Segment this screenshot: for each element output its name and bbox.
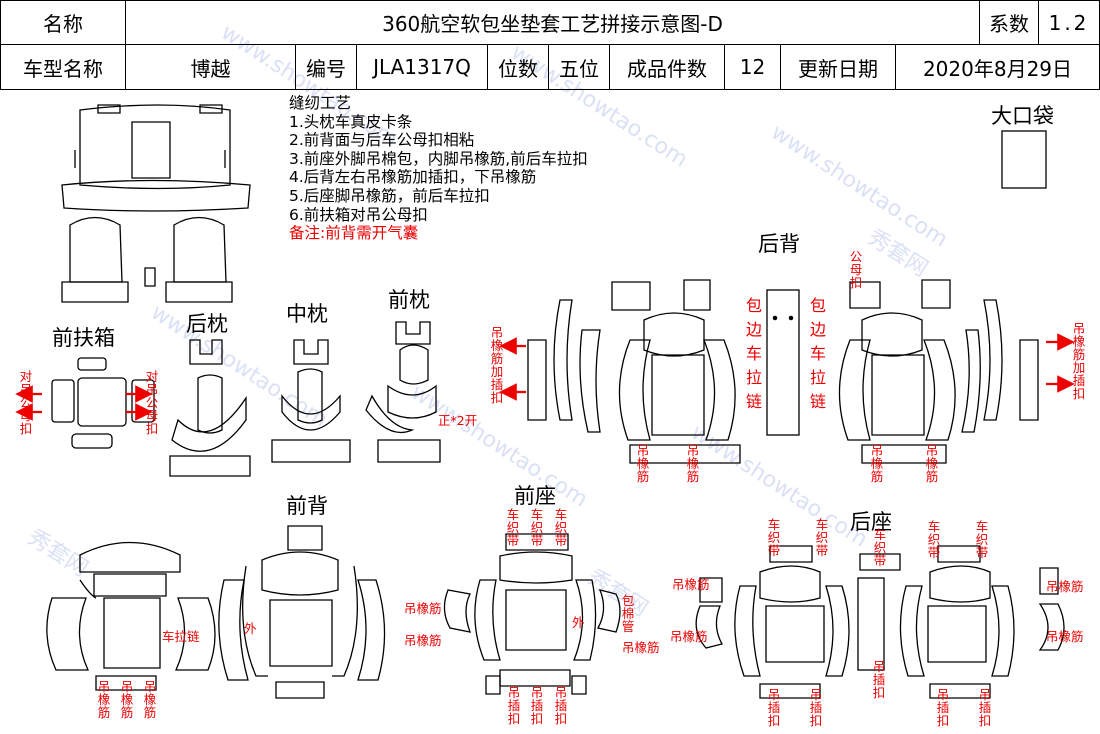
front-seat-thumbnails	[61, 216, 233, 303]
note-hang-rubber: 吊橡筋	[925, 443, 939, 484]
label-big-pocket: 大口袋	[991, 104, 1054, 128]
label-middle-pillow: 中枕	[286, 302, 328, 326]
label-front-back: 前背	[286, 494, 328, 518]
rear-back-zip-strip	[766, 289, 800, 436]
note-hang-plug: 吊插扣	[767, 687, 781, 728]
note-outer: 外	[244, 621, 257, 636]
middle-pillow-pieces	[271, 339, 351, 463]
note-hang-rubber: 吊橡筋	[636, 443, 650, 484]
note-car-strap: 车织带	[815, 517, 829, 558]
notes-remark: 备注:前背需开气囊	[289, 224, 419, 243]
note-hang-rubber: 吊橡筋	[120, 679, 134, 720]
note-car-strap: 车织带	[506, 507, 520, 548]
note-hang-plug: 吊插扣	[530, 685, 544, 726]
note-hang-plug: 吊插扣	[507, 685, 521, 726]
rear-back-pieces	[527, 279, 1039, 464]
label-rear-seat: 后座	[850, 510, 892, 534]
notes-item: 6.前扶箱对吊公母扣	[289, 205, 428, 224]
coef-label: 系数	[979, 0, 1039, 45]
note-rubber-plug: 吊橡筋加插扣	[490, 325, 504, 405]
note-hang-snap: 对吊公母扣	[19, 369, 33, 436]
sewing-notes: 缝纫工艺 1.头枕车真皮卡条 2.前背面与后车公母扣相粘 3.前座外脚吊棉包，内…	[289, 94, 588, 243]
rear-seat-thumbnail	[61, 104, 251, 212]
note-car-strap: 车织带	[927, 519, 941, 560]
note-hang-rubber: 吊橡筋	[686, 443, 700, 484]
model-label: 车型名称	[0, 44, 126, 90]
notes-item: 3.前座外脚吊棉包，内脚吊橡筋,前后车拉扣	[289, 149, 588, 168]
note-hang-rubber-h: 吊橡筋	[404, 633, 442, 648]
note-pillow: 正*2开	[438, 413, 478, 428]
front-back-pieces	[46, 525, 386, 699]
note-hang-rubber-h: 吊橡筋	[1046, 579, 1084, 594]
note-hang-snap: 对吊公母扣	[145, 369, 159, 436]
note-car-strap: 车织带	[530, 507, 544, 548]
pieces-label: 成品件数	[609, 44, 725, 90]
note-hang-rubber-h: 吊橡筋	[622, 640, 660, 655]
note-car-strap: 车织带	[767, 517, 781, 558]
notes-item: 4.后背左右吊橡筋加插扣，下吊橡筋	[289, 168, 537, 187]
note-hang-rubber: 吊橡筋	[97, 679, 111, 720]
position-label: 位数	[487, 44, 549, 90]
notes-item: 2.前背面与后车公母扣相粘	[289, 131, 475, 150]
front-armrest-pieces	[51, 357, 155, 449]
note-car-strap: 车织带	[554, 507, 568, 548]
label-rear-pillow: 后枕	[186, 312, 228, 336]
rear-pillow-pieces	[169, 339, 251, 477]
note-male-female: 公母扣	[849, 249, 863, 290]
note-hang-plug: 吊插扣	[936, 687, 950, 728]
code-value: JLA1317Q	[356, 44, 488, 90]
note-car-strap: 车织带	[873, 527, 887, 568]
note-hang-plug: 吊插扣	[809, 687, 823, 728]
note-hang-rubber-h: 吊橡筋	[1046, 629, 1084, 644]
model-value: 博越	[125, 44, 296, 90]
label-front-pillow: 前枕	[388, 288, 430, 312]
note-hang-rubber: 吊橡筋	[870, 443, 884, 484]
note-hang-rubber-h: 吊橡筋	[404, 601, 442, 616]
notes-title: 缝纫工艺	[289, 94, 352, 112]
note-hang-rubber-h: 吊橡筋	[670, 629, 708, 644]
note-hang-rubber-h: 吊橡筋	[672, 577, 710, 592]
note-edge-zip: 包边车拉链	[745, 296, 762, 411]
front-seat-pieces	[443, 533, 621, 695]
update-label: 更新日期	[780, 44, 896, 90]
rear-seat-pieces	[695, 545, 1065, 699]
note-car-strap: 车织带	[975, 519, 989, 560]
annotation-arrows	[15, 333, 1075, 421]
big-pocket-piece	[1001, 130, 1047, 189]
notes-item: 5.后座脚吊橡筋，前后车拉扣	[289, 186, 490, 205]
front-pillow-pieces	[365, 321, 441, 463]
note-hang-plug: 吊插扣	[872, 659, 886, 700]
update-value: 2020年8月29日	[895, 44, 1100, 90]
note-hang-plug: 吊插扣	[554, 685, 568, 726]
note-rubber-plug: 吊橡筋加插扣	[1072, 321, 1086, 401]
note-zipper: 车拉链	[162, 629, 200, 644]
notes-item: 1.头枕车真皮卡条	[289, 112, 413, 131]
note-hang-plug: 吊插扣	[978, 687, 992, 728]
note-cotton-bag: 包棉管	[621, 593, 635, 634]
label-front-seat: 前座	[514, 484, 556, 508]
note-outer: 外	[572, 615, 585, 630]
label-rear-back: 后背	[758, 232, 800, 256]
header-table: 名称 360航空软包坐垫套工艺拼接示意图-D 系数 1.2 车型名称 博越 编号…	[0, 0, 1100, 90]
note-hang-rubber: 吊橡筋	[143, 679, 157, 720]
label-front-armrest: 前扶箱	[52, 326, 115, 350]
note-edge-zip: 包边车拉链	[809, 296, 826, 411]
